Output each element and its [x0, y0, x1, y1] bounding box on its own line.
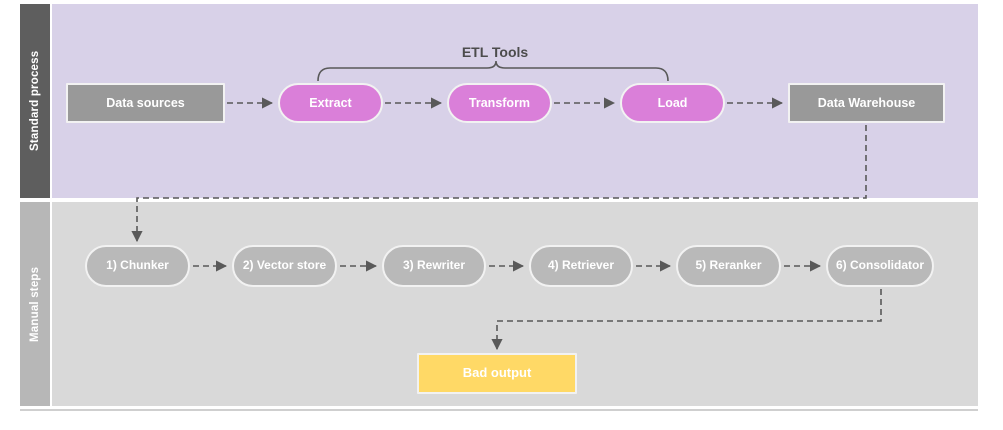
node-data-sources[interactable]: Data sources	[66, 83, 225, 123]
node-retriever[interactable]: 4) Retriever	[529, 245, 633, 287]
node-extract[interactable]: Extract	[278, 83, 383, 123]
node-data-warehouse[interactable]: Data Warehouse	[788, 83, 945, 123]
bottom-divider	[20, 409, 978, 411]
node-vector-store[interactable]: 2) Vector store	[232, 245, 337, 287]
node-transform[interactable]: Transform	[447, 83, 552, 123]
lane-label-standard-process: Standard process	[20, 4, 50, 198]
node-bad-output[interactable]: Bad output	[417, 353, 577, 394]
node-consolidator[interactable]: 6) Consolidator	[826, 245, 934, 287]
node-rewriter[interactable]: 3) Rewriter	[382, 245, 486, 287]
node-chunker[interactable]: 1) Chunker	[85, 245, 190, 287]
node-reranker[interactable]: 5) Reranker	[676, 245, 781, 287]
lane-label-manual-steps: Manual steps	[20, 202, 50, 406]
node-load[interactable]: Load	[620, 83, 725, 123]
etl-tools-label: ETL Tools	[461, 44, 529, 60]
